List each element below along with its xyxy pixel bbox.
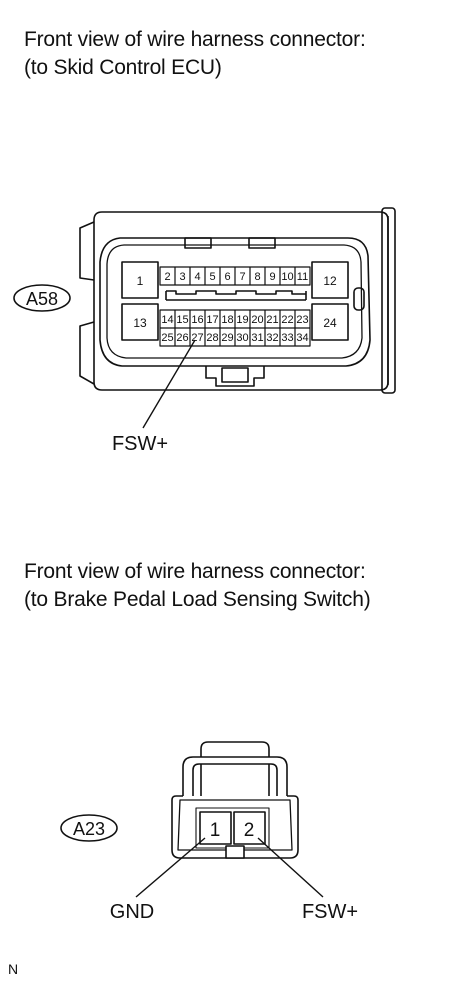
a58-pin-25: 25 — [161, 332, 173, 344]
a58-pin-28: 28 — [206, 332, 218, 344]
a23-gnd-leader-line — [135, 837, 206, 898]
a58-pin-17: 17 — [206, 314, 218, 326]
a58-pin-13: 13 — [133, 316, 147, 330]
a58-pin-24: 24 — [323, 316, 337, 330]
a58-pin-14: 14 — [161, 314, 173, 326]
a58-pin-10: 10 — [281, 271, 293, 283]
a58-pin-9: 9 — [269, 271, 275, 283]
a58-pin-31: 31 — [251, 332, 263, 344]
a58-pin-23: 23 — [296, 314, 308, 326]
a58-pin-grid — [159, 266, 311, 347]
footer-mark: N — [8, 961, 18, 977]
a23-code-oval — [60, 814, 118, 842]
a58-pin-3: 3 — [179, 271, 185, 283]
a58-pin-26: 26 — [176, 332, 188, 344]
a58-fsw-leader-line — [142, 339, 196, 429]
a58-pin-27: 27 — [191, 332, 203, 344]
a58-pin-34: 34 — [296, 332, 308, 344]
a58-pin-21: 21 — [266, 314, 278, 326]
a58-pin-4: 4 — [194, 271, 200, 283]
a23-pin-2: 2 — [244, 820, 255, 841]
a23-fsw-leader-line — [257, 837, 324, 898]
a58-pin-30: 30 — [236, 332, 248, 344]
a58-pin-18: 18 — [221, 314, 233, 326]
a58-pin-11: 11 — [297, 271, 308, 283]
a23-code-label: A23 — [73, 819, 105, 839]
a58-pin-2: 2 — [164, 271, 170, 283]
a23-caption-line2: (to Brake Pedal Load Sensing Switch) — [24, 588, 371, 611]
a58-code-oval — [13, 284, 71, 312]
a58-caption-line1: Front view of wire harness connector: — [24, 28, 366, 51]
a58-pin-19: 19 — [236, 314, 248, 326]
a58-pin-22: 22 — [281, 314, 293, 326]
a23-caption-line1: Front view of wire harness connector: — [24, 560, 366, 583]
a23-fsw-label: FSW+ — [302, 901, 358, 923]
a58-caption-line2: (to Skid Control ECU) — [24, 56, 222, 79]
a58-fsw-label: FSW+ — [112, 433, 168, 455]
a23-gnd-label: GND — [110, 901, 154, 923]
a58-pin-7: 7 — [239, 271, 245, 283]
a58-pin-1: 1 — [137, 274, 144, 288]
a58-pin-12: 12 — [323, 274, 337, 288]
a58-pin-20: 20 — [251, 314, 263, 326]
a58-pin-6: 6 — [224, 271, 230, 283]
a58-pin-16: 16 — [191, 314, 203, 326]
a58-connector-housing — [79, 207, 396, 394]
a23-connector-housing — [171, 741, 299, 859]
a58-pin-29: 29 — [221, 332, 233, 344]
a58-pin-5: 5 — [209, 271, 215, 283]
a58-pin-15: 15 — [176, 314, 188, 326]
a58-code-label: A58 — [26, 289, 58, 309]
a58-pin-32: 32 — [266, 332, 278, 344]
a58-pin-8: 8 — [254, 271, 260, 283]
a23-pin-1: 1 — [210, 820, 221, 841]
a58-pin-33: 33 — [281, 332, 293, 344]
